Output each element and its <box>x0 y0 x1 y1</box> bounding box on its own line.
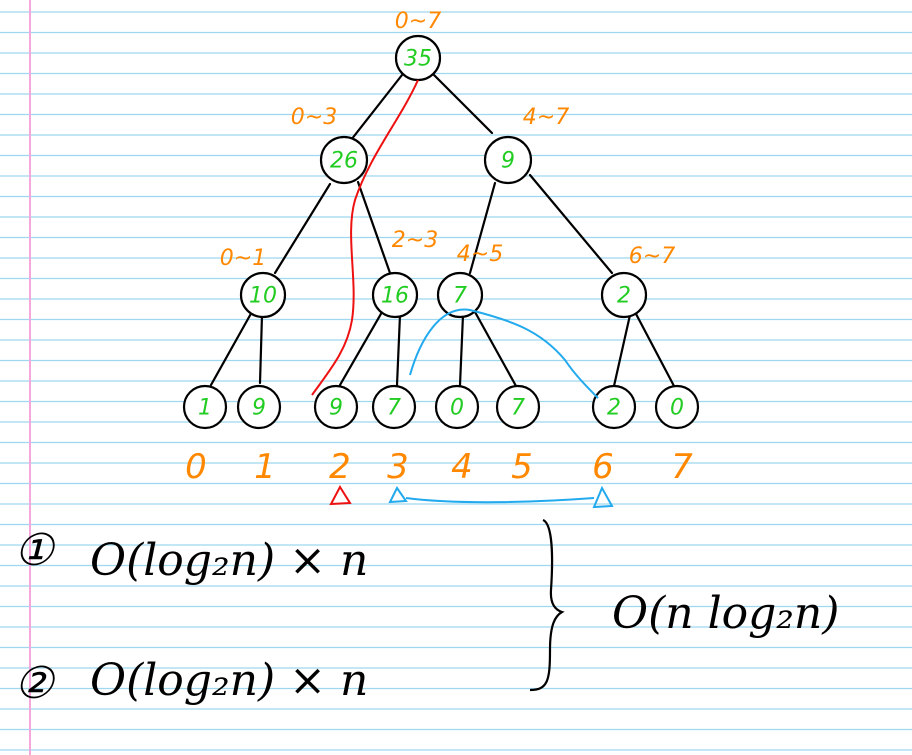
edge-9-7 <box>468 181 497 275</box>
array-index-label: 3 <box>387 447 409 487</box>
node-range-label: 0~3 <box>291 105 337 130</box>
node-range-label: 6~7 <box>629 244 675 269</box>
blue-range-path <box>409 308 599 399</box>
node-value: 0 <box>450 396 464 421</box>
tree-node: 9 <box>483 135 533 185</box>
tree-node: 10 <box>239 271 287 319</box>
node-circle <box>236 384 282 430</box>
edge-7-7 <box>473 310 518 388</box>
node-circle <box>600 271 648 319</box>
red-triangle-marker <box>329 484 352 506</box>
node-circle <box>436 271 484 319</box>
node-circle <box>319 135 369 185</box>
array-index-label: 0 <box>185 447 207 487</box>
tree-edges <box>209 73 676 388</box>
tree-node: 2 <box>591 384 637 430</box>
node-circle <box>483 135 533 185</box>
tree-node: 9 <box>236 384 282 430</box>
tree-node: 9 <box>313 384 359 430</box>
edge-16-7 <box>395 313 402 387</box>
node-circle <box>371 384 417 430</box>
node-circle <box>495 384 541 430</box>
node-value: 0 <box>670 396 684 421</box>
node-value: 16 <box>381 284 409 309</box>
formula-2-number: ② <box>14 658 56 709</box>
tree-node: 0 <box>654 384 700 430</box>
node-value: 7 <box>511 396 525 421</box>
node-value: 2 <box>617 284 631 309</box>
edge-root-left <box>349 73 404 142</box>
node-circle <box>313 384 359 430</box>
edge-26-10 <box>273 182 332 275</box>
edge-2-2 <box>612 313 632 388</box>
tree-node: 2 <box>600 271 648 319</box>
node-value: 2 <box>607 396 621 421</box>
formula-1: O(log₂n) × n <box>90 535 368 586</box>
node-circle <box>239 271 287 319</box>
node-value: 10 <box>249 284 277 309</box>
complexity-formulas: ① O(log₂n) × n ② O(log₂n) × n O(n log₂n) <box>14 518 839 709</box>
node-value: 7 <box>387 396 401 421</box>
formula-result: O(n log₂n) <box>612 588 839 639</box>
edge-10-9 <box>258 313 264 385</box>
node-value: 7 <box>453 284 467 309</box>
array-index-label: 2 <box>329 447 351 487</box>
tree-node: 1 <box>182 384 228 430</box>
tree-node: 7 <box>436 271 484 319</box>
range-labels: 0~7 0~3 4~7 0~1 2~3 4~5 6~7 <box>220 9 675 271</box>
edge-26-16 <box>356 180 392 275</box>
edge-root-right <box>432 73 494 135</box>
array-index-label: 7 <box>671 447 693 487</box>
node-circle <box>434 384 480 430</box>
tree-node: 7 <box>495 384 541 430</box>
node-value: 9 <box>501 149 515 174</box>
node-value: 9 <box>329 396 343 421</box>
formula-1-number: ① <box>14 525 56 576</box>
node-value: 26 <box>330 149 358 174</box>
tree-node: 16 <box>371 271 419 319</box>
tree-node: 0 <box>434 384 480 430</box>
tree-node: 26 <box>319 135 369 185</box>
array-index-label: 5 <box>511 447 533 487</box>
node-circle <box>182 384 228 430</box>
node-circle <box>654 384 700 430</box>
node-circle <box>371 271 419 319</box>
node-value: 1 <box>198 396 212 421</box>
node-range-label: 4~5 <box>457 242 503 267</box>
edge-2-0 <box>633 310 676 388</box>
red-update-path <box>311 79 419 396</box>
edge-9-2 <box>528 173 614 275</box>
formula-2: O(log₂n) × n <box>90 655 368 706</box>
node-range-label: 0~1 <box>220 246 266 271</box>
node-value: 35 <box>404 47 432 72</box>
tree-node: 7 <box>371 384 417 430</box>
array-index-label: 4 <box>451 447 473 487</box>
curly-brace <box>529 518 565 692</box>
edge-7-0 <box>458 313 465 387</box>
node-circle <box>591 384 637 430</box>
edge-16-9 <box>338 310 384 387</box>
node-value: 9 <box>252 396 266 421</box>
node-range-label: 0~7 <box>395 9 441 34</box>
array-index-label: 6 <box>592 447 614 487</box>
blue-range-marker <box>388 485 614 509</box>
tree-nodes: 35 26 9 10 16 7 2 1 9 9 7 0 7 2 0 <box>182 34 700 430</box>
tree-node: 35 <box>394 34 442 82</box>
edge-10-1 <box>209 308 255 387</box>
node-range-label: 2~3 <box>392 228 438 253</box>
node-range-label: 4~7 <box>523 105 569 130</box>
notebook-ruled-lines <box>0 11 912 751</box>
array-index-label: 1 <box>254 447 276 487</box>
